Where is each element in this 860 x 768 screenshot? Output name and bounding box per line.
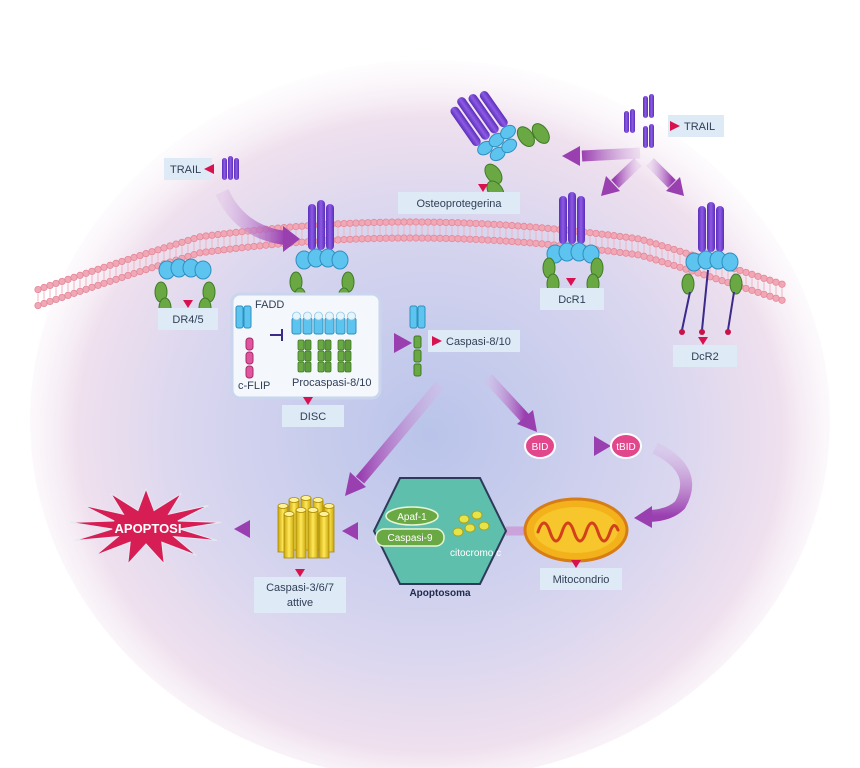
apoptosome-label: Apoptosoma — [409, 588, 471, 599]
arrowhead-disc-to-caspasi810 — [394, 333, 412, 353]
arrowhead-caspasi810-to-effector — [345, 472, 366, 496]
dcr2-receptor — [679, 202, 743, 335]
label-osteoprotegerina-text: Osteoprotegerina — [417, 198, 503, 210]
cell-background — [30, 60, 830, 768]
cytochrome-c-label: citocromo c — [450, 548, 501, 559]
label-trail-left-text: TRAIL — [170, 164, 201, 176]
arrow-caspasi810-to-effector — [355, 381, 445, 484]
arrow-trail-to-dcr2 — [646, 158, 676, 188]
mitochondrion-icon — [523, 497, 629, 563]
arrow-trail-to-opg — [581, 147, 641, 162]
label-cflip: c-FLIP — [238, 380, 270, 392]
apaf1-shape — [385, 506, 439, 526]
apoptosi-label: APOPTOSI — [115, 521, 182, 536]
label-trail-left: TRAIL — [164, 158, 214, 180]
arrowhead-trail-to-opg — [562, 146, 580, 166]
arrowhead-trail-to-dcr2 — [666, 177, 684, 196]
label-caspasi810: Caspasi-8/10 — [428, 330, 520, 352]
tbid-node — [610, 433, 642, 459]
arrow-trail-to-dr45 — [215, 188, 287, 245]
apoptosi-burst — [70, 487, 222, 566]
trail-ligand-right-bottom — [643, 124, 654, 148]
arrow-caspasi810-to-bid — [483, 374, 530, 422]
arrowhead-trail-to-dcr1 — [601, 176, 620, 196]
caspasi9-label: Caspasi-9 — [387, 533, 432, 544]
label-dr45-text: DR4/5 — [172, 314, 203, 326]
cytochrome-c-icon — [452, 510, 490, 537]
label-osteoprotegerina: Osteoprotegerina — [398, 184, 520, 214]
inhibition-icon — [270, 329, 283, 341]
caspasi367-cylinders — [277, 495, 335, 559]
label-disc-text: DISC — [300, 411, 326, 423]
label-dcr1: DcR1 — [540, 278, 604, 310]
procaspasi-cluster — [291, 311, 357, 373]
trail-ligand-right-left — [624, 109, 635, 133]
label-caspasi367-line1: Caspasi-3/6/7 — [266, 582, 334, 594]
label-mitocondrio-text: Mitocondrio — [553, 574, 610, 586]
arrowhead-bid-to-tbid — [594, 436, 611, 456]
label-dr45: DR4/5 — [158, 300, 218, 330]
label-procaspasi: Procaspasi-8/10 — [292, 377, 372, 389]
arrowhead-trail-to-dr45 — [283, 226, 300, 252]
label-caspasi367: Caspasi-3/6/7 attive — [254, 569, 346, 613]
label-trail-right-text: TRAIL — [684, 121, 715, 133]
arrowhead-effector-to-apoptosi — [234, 520, 250, 538]
caspasi810-icon — [409, 305, 426, 377]
label-dcr2: DcR2 — [673, 337, 737, 367]
bid-node — [524, 433, 556, 459]
arrowhead-apoptosome-to-effector — [342, 522, 358, 540]
fadd-cflip-icon — [235, 305, 254, 379]
apaf1-label: Apaf-1 — [397, 512, 427, 523]
trail-ligand-left — [222, 156, 239, 180]
osteoprotegerina-complex — [450, 91, 550, 202]
arrowhead-caspasi810-to-bid — [517, 410, 537, 432]
label-dcr2-text: DcR2 — [691, 351, 719, 363]
flow-arrows — [215, 146, 693, 540]
label-trail-right: TRAIL — [668, 115, 724, 137]
label-fadd: FADD — [255, 299, 284, 311]
label-disc: DISC — [282, 397, 344, 427]
arrow-tbid-to-mito — [649, 442, 693, 522]
bid-label: BID — [532, 442, 549, 453]
label-caspasi367-line2: attive — [287, 597, 313, 609]
dcr1-receptor — [542, 192, 604, 295]
arrow-trail-to-dcr1 — [611, 158, 642, 188]
trail-ligand-right-top — [643, 94, 654, 118]
label-dcr1-text: DcR1 — [558, 294, 586, 306]
caspasi9-shape — [375, 528, 445, 547]
label-caspasi810-text: Caspasi-8/10 — [446, 336, 511, 348]
tbid-label: tBID — [616, 442, 635, 453]
label-mitocondrio: Mitocondrio — [540, 560, 622, 590]
arrowhead-tbid-to-mito — [634, 506, 652, 528]
